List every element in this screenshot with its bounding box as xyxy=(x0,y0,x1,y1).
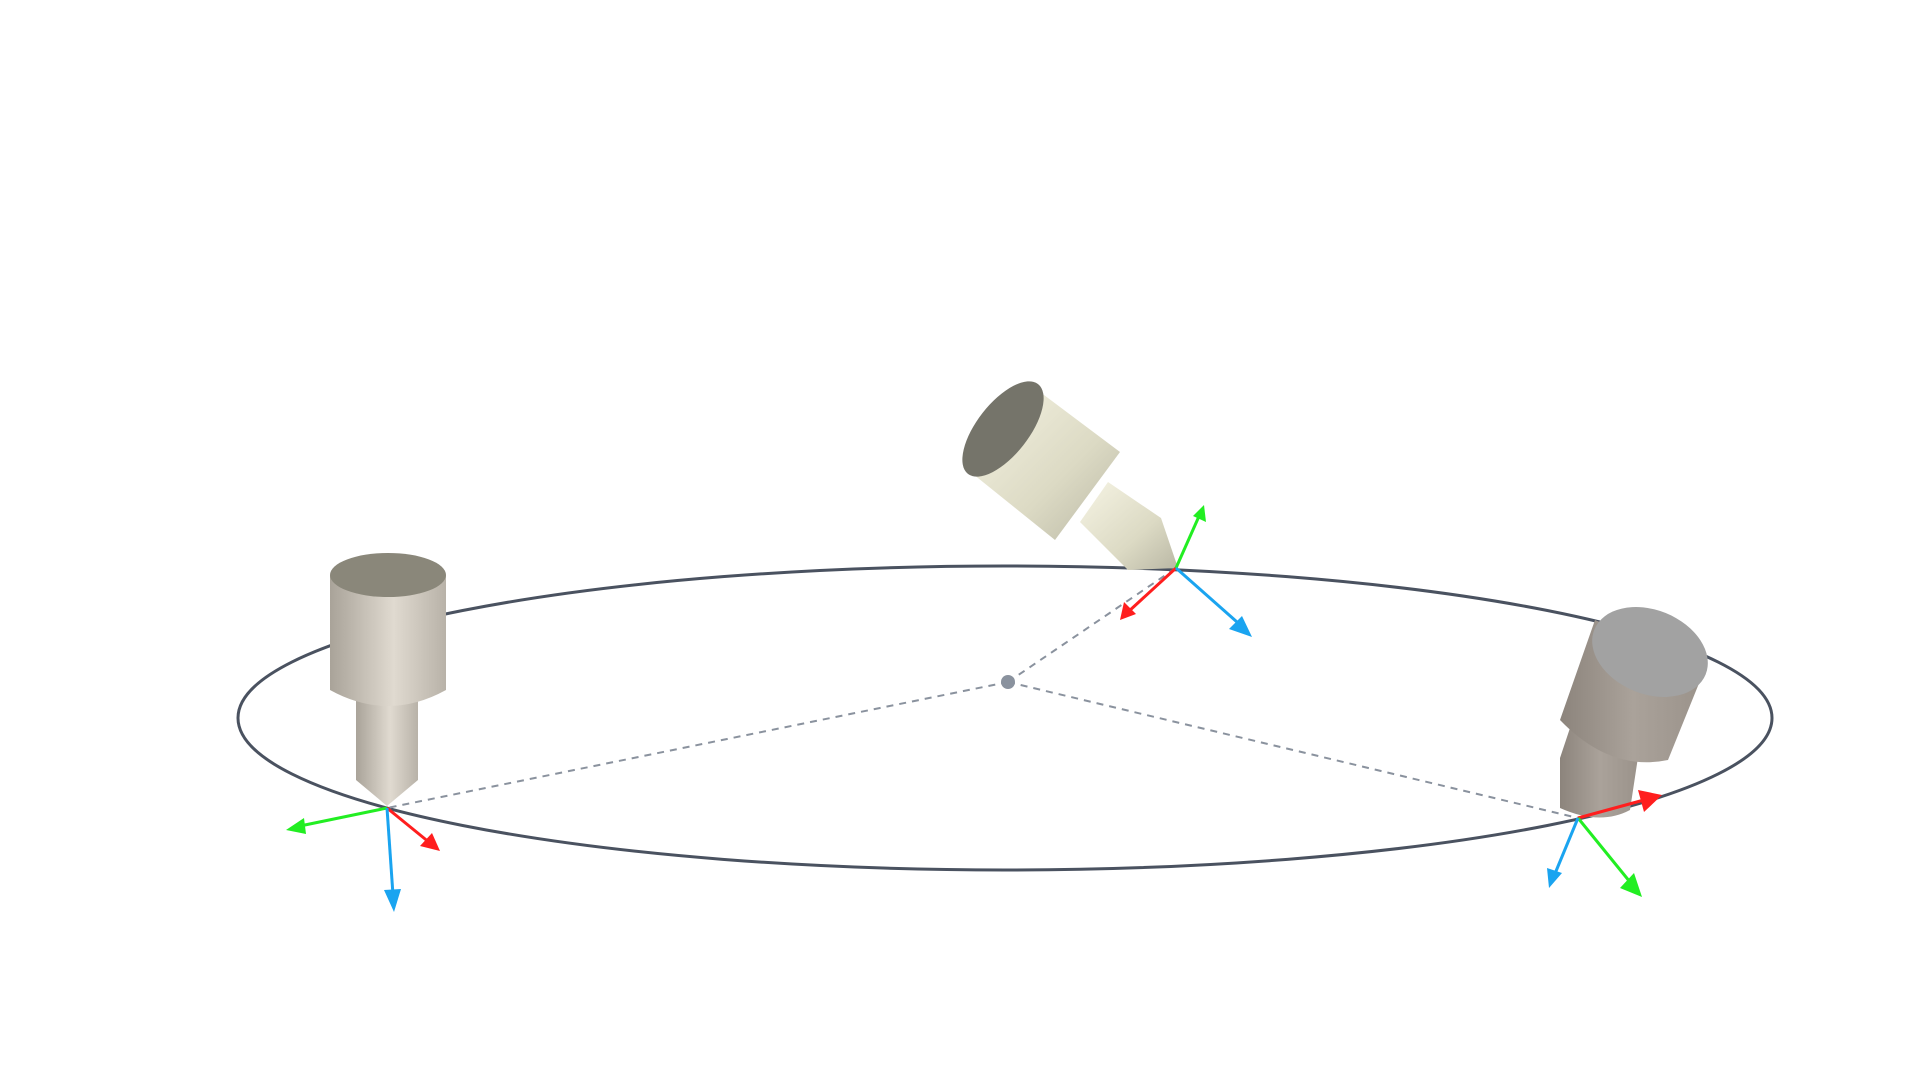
tool-left-body xyxy=(330,575,446,706)
tool-right-axes xyxy=(1547,790,1662,897)
tool-left-z-arrowhead xyxy=(384,889,401,912)
tool-top-axes xyxy=(1120,505,1252,637)
tool-left xyxy=(286,553,446,912)
circular-toolpath xyxy=(236,564,1774,872)
guide-line-right xyxy=(1007,681,1579,819)
tool-left-y-axis xyxy=(299,806,388,828)
tool-left-cap xyxy=(330,553,446,597)
tool-left-axes xyxy=(286,806,440,912)
tool-left-shank xyxy=(356,690,418,806)
tool-top-x-arrowhead xyxy=(1120,602,1136,620)
tool-top-cap xyxy=(962,381,1044,477)
tool-right-x-axis xyxy=(1577,798,1645,820)
tool-right-z-axis xyxy=(1552,817,1580,877)
tool-top-z-axis xyxy=(1175,566,1238,624)
guide-line-left xyxy=(386,681,1009,809)
tool-right-cap xyxy=(1592,607,1708,697)
path-center-point xyxy=(1001,675,1015,689)
tool-top-x-axis xyxy=(1126,566,1178,614)
tool-left-x-arrowhead xyxy=(420,833,440,851)
tool-left-z-axis xyxy=(385,807,395,896)
guide-line-top xyxy=(1007,567,1177,683)
tool-right-x-arrowhead xyxy=(1638,790,1662,812)
tool-top-z-arrowhead xyxy=(1229,616,1252,637)
tool-top xyxy=(962,381,1252,637)
guide-lines xyxy=(386,567,1579,819)
tool-right-z-arrowhead xyxy=(1547,868,1562,888)
tool-left-x-axis xyxy=(386,806,431,845)
tool-left-y-arrowhead xyxy=(286,818,306,834)
tool-top-y-arrowhead xyxy=(1193,505,1206,522)
tool-top-shank xyxy=(1080,482,1178,570)
tool-top-y-axis xyxy=(1174,513,1202,569)
tool-right-y-arrowhead xyxy=(1620,873,1642,897)
tool-right xyxy=(1547,607,1708,897)
tool-right-y-axis xyxy=(1576,817,1632,883)
